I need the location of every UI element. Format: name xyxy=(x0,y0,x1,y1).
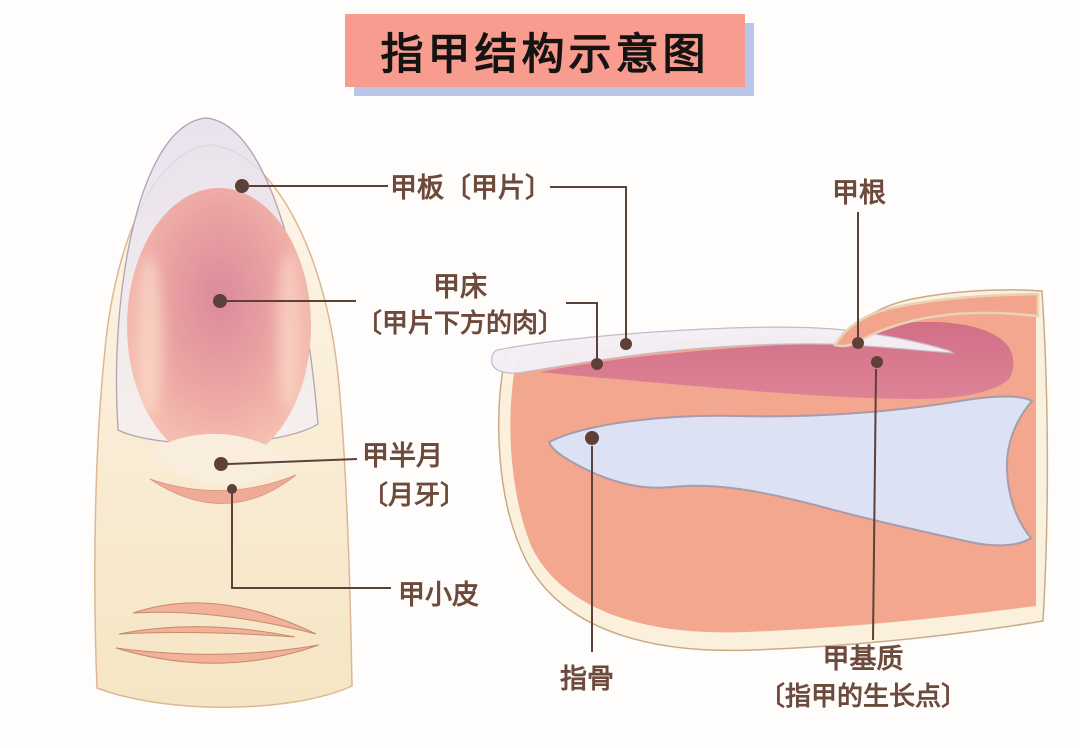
nail-bed-oval xyxy=(127,188,311,464)
label-nail-root: 甲根 xyxy=(832,178,886,208)
leader-line-nail-plate-right xyxy=(550,186,627,338)
page-title: 指甲结构示意图 xyxy=(380,30,710,79)
callout-dot-nail-bed-cross xyxy=(591,358,603,370)
phalanx-bone xyxy=(547,395,1034,547)
knuckle-crease-3 xyxy=(115,644,320,664)
callout-dot-nail-root xyxy=(852,337,864,349)
finger-front-view xyxy=(94,117,353,708)
callouts xyxy=(213,179,883,652)
nail-shine-right xyxy=(277,252,301,408)
callout-dot-matrix xyxy=(871,356,883,368)
label-lunula: 甲半月 〔月牙〕 xyxy=(362,441,467,510)
callout-dot-phalanx xyxy=(585,431,599,445)
callout-dot-lunula xyxy=(214,457,228,471)
callout-dot-cuticle xyxy=(227,484,237,494)
label-matrix: 甲基质 〔指甲的生长点〕 xyxy=(758,644,967,711)
cuticle-crescent xyxy=(149,474,297,504)
callout-dot-nail-plate-cross xyxy=(620,338,632,350)
label-cuticle: 甲小皮 xyxy=(398,580,479,610)
leader-line-lunula xyxy=(227,458,358,465)
leader-line-matrix xyxy=(872,368,877,641)
label-phalanx: 指骨 xyxy=(560,664,614,694)
title-banner: 指甲结构示意图 xyxy=(345,14,745,87)
nail-shine-left xyxy=(137,255,163,415)
leader-line-nail-bed-right xyxy=(566,302,598,358)
knuckle-crease-2 xyxy=(118,626,296,638)
leader-line-cuticle xyxy=(231,494,391,589)
label-nail-plate: 甲板〔甲片〕 xyxy=(390,173,552,203)
callout-dot-nail-bed-front xyxy=(213,294,227,308)
finger-cross-section xyxy=(491,289,1049,652)
nail-bed-cross xyxy=(540,321,1014,399)
label-nail-bed: 甲床 〔甲片下方的肉〕 xyxy=(355,272,564,338)
nail-plate-cross xyxy=(491,326,956,374)
callout-dot-nail-plate-front xyxy=(235,179,249,193)
knuckle-crease-1 xyxy=(132,602,317,635)
